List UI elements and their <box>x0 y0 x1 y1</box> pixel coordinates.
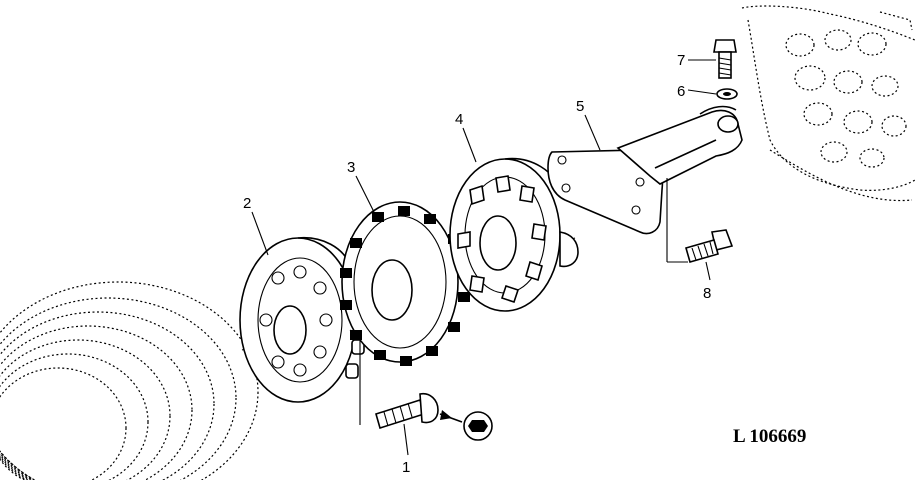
callout-2: 2 <box>243 195 251 212</box>
bolt-lower <box>685 229 734 263</box>
drive-flange <box>449 157 579 312</box>
engine-block-outline <box>741 5 916 202</box>
leader-lines <box>251 59 717 456</box>
bolt-upper <box>713 39 737 79</box>
flywheel-outline <box>0 281 259 480</box>
callout-8: 8 <box>703 285 711 302</box>
hex-socket-icon <box>439 410 493 441</box>
support-bracket <box>547 105 743 235</box>
callout-6: 6 <box>677 83 685 100</box>
washer <box>716 88 738 100</box>
callout-3: 3 <box>347 159 355 176</box>
callout-7: 7 <box>677 52 685 69</box>
callout-5: 5 <box>576 98 584 115</box>
rubber-element <box>340 201 470 366</box>
screw <box>375 392 439 430</box>
callout-1: 1 <box>402 459 410 476</box>
figure-reference: L 106669 <box>733 426 806 447</box>
callout-4: 4 <box>455 111 463 128</box>
